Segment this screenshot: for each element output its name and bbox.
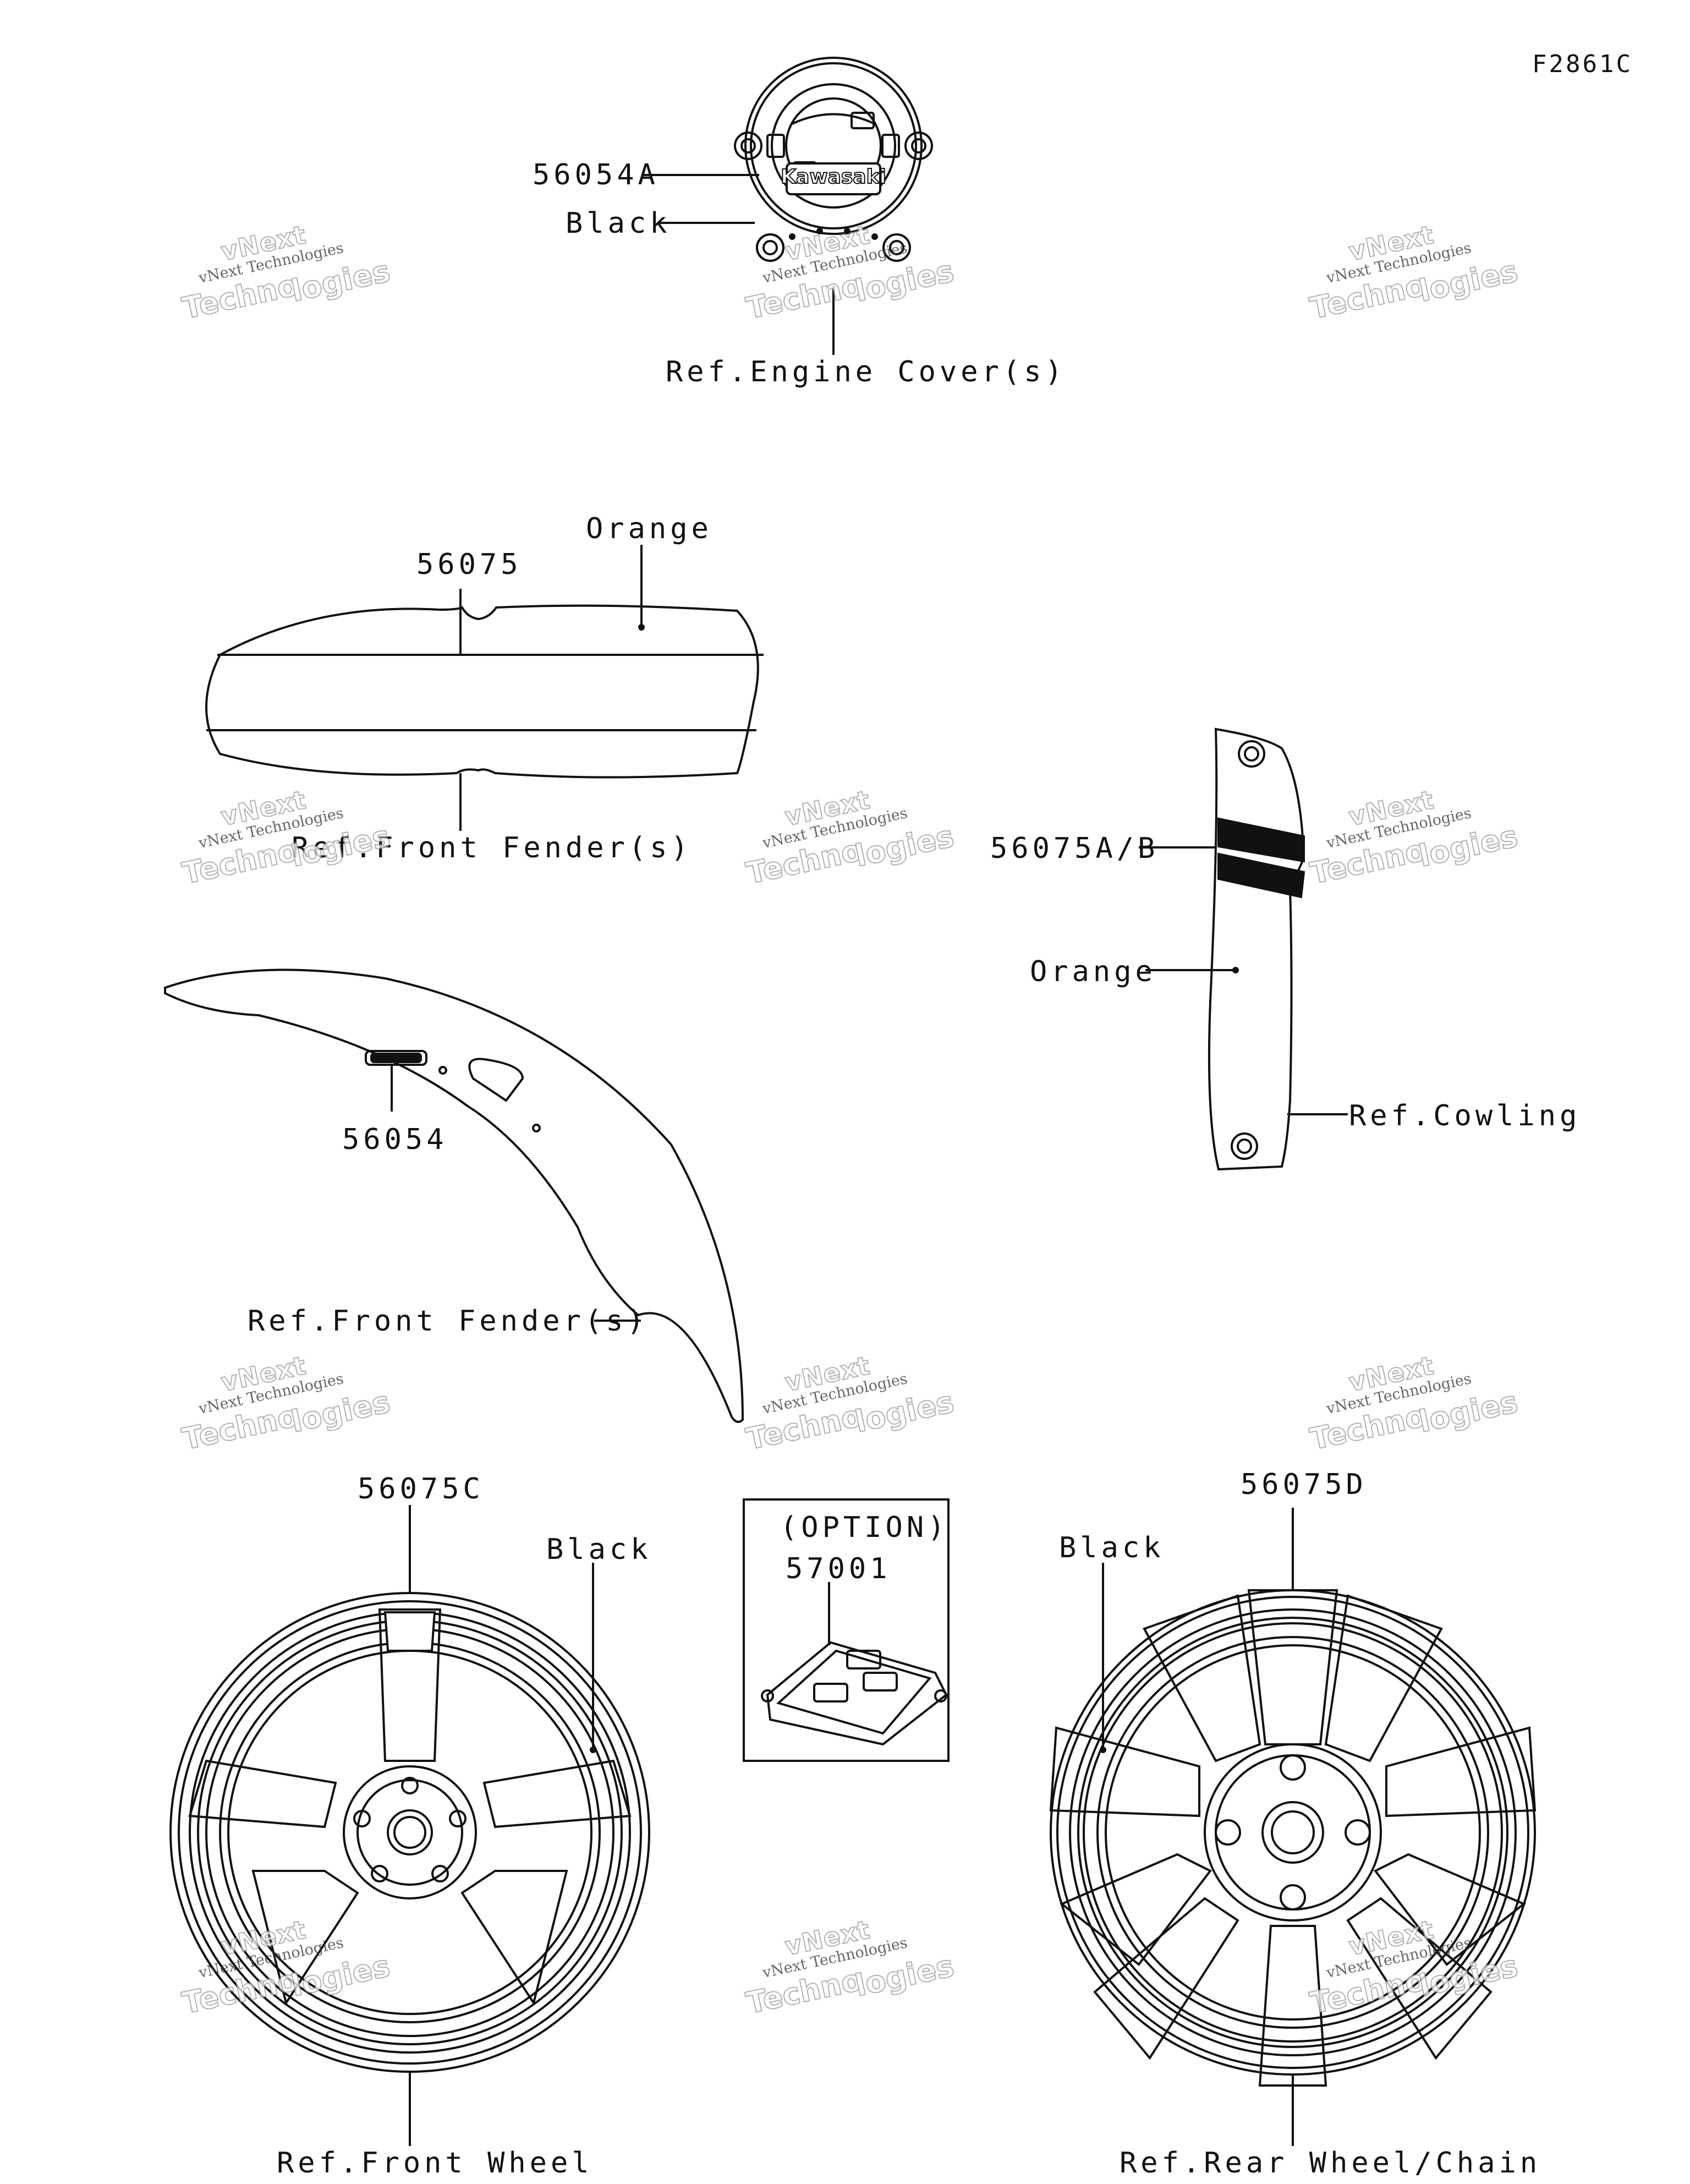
figure-code: F2861C (1532, 50, 1633, 78)
cowling-part-number: 56075A/B (990, 832, 1159, 865)
engine-part-number: 56054A (533, 158, 659, 191)
rear-wheel-part-number: 56075D (1241, 1468, 1367, 1501)
side-fender-part-number: 56054 (342, 1123, 448, 1156)
rear-wheel-color-label: Black (1059, 1531, 1165, 1564)
front-fender-side (164, 968, 744, 1423)
fender-part-number: 56075 (416, 548, 522, 581)
kawasaki-logo: Kawasaki (781, 166, 886, 188)
side-fender-ref: Ref.Front Fender(s) (248, 1305, 648, 1338)
front-wheel-spokes (188, 1608, 632, 2006)
option-box (743, 1498, 950, 1762)
fender-top-ref: Ref.Front Fender(s) (292, 831, 692, 864)
fender-orange-label: Orange (586, 512, 712, 545)
front-wheel-color-label: Black (546, 1533, 652, 1566)
engine-color-label: Black (566, 207, 671, 240)
option-part-number: 57001 (786, 1552, 891, 1585)
cowling-ref: Ref.Cowling (1349, 1099, 1581, 1132)
option-label: (OPTION) (780, 1511, 949, 1544)
cowling (1139, 727, 1348, 1171)
front-wheel-part-number: 56075C (358, 1473, 484, 1506)
front-fender-top (205, 545, 764, 831)
engine-cover-ref: Ref.Engine Cover(s) (666, 355, 1066, 388)
front-wheel-ref: Ref.Front Wheel (277, 2147, 593, 2180)
rear-wheel-spokes (1049, 1589, 1537, 2087)
front-wheel (169, 1505, 650, 2146)
cowling-color-label: Orange (1030, 955, 1156, 988)
engine-cover-emblem: Kawasaki (643, 57, 933, 355)
rear-wheel (1049, 1508, 1537, 2146)
rear-wheel-ref: Ref.Rear Wheel/Chain (1120, 2147, 1541, 2180)
